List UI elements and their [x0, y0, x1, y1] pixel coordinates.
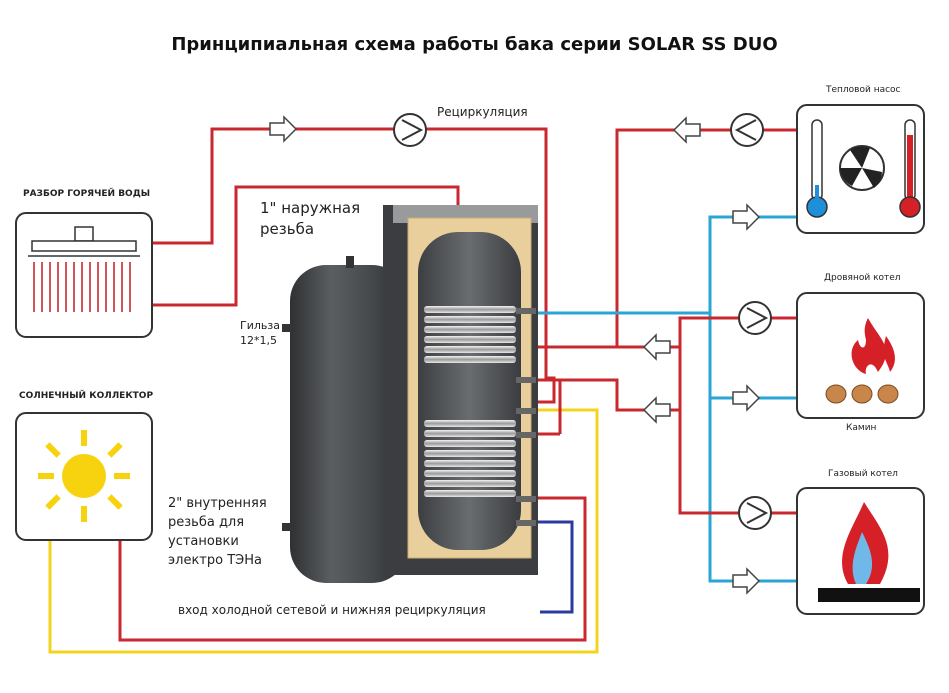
cold-inlet-pipe	[535, 520, 574, 614]
pump-icon	[738, 301, 772, 335]
flow-arrow-icon	[642, 396, 671, 424]
heat-pump-box	[796, 104, 925, 234]
heat-pump-supply-pipe	[535, 128, 797, 349]
internal-thread-label: 2" внутренняя резьба для установки элект…	[168, 496, 267, 568]
wood-boiler-supply-pipe	[678, 316, 797, 515]
sun-icon	[38, 430, 130, 522]
heat-pump-label: Тепловой насос	[826, 85, 901, 95]
flow-arrow-icon	[642, 333, 671, 361]
hot-water-box	[15, 212, 153, 338]
inner-tank	[418, 232, 521, 550]
buffer-tank	[290, 265, 408, 583]
pump-icon	[730, 113, 764, 147]
wood-boiler-box	[796, 292, 925, 419]
flow-arrow-icon	[732, 567, 761, 595]
flow-arrow-icon	[269, 115, 298, 143]
fan-icon	[839, 145, 885, 191]
flow-arrow-icon	[732, 384, 761, 412]
log-icon	[825, 384, 899, 404]
thermometer-hot-icon	[899, 119, 921, 218]
flow-arrow-icon	[732, 203, 761, 231]
shower-icon	[28, 226, 140, 312]
upper-coil	[424, 306, 516, 363]
gas-flame-icon	[818, 502, 920, 602]
wood-boiler-label: Дровяной котел	[824, 273, 901, 283]
fireplace-label: Камин	[846, 423, 877, 433]
pump-icon	[393, 113, 427, 147]
solar-collector-box	[15, 412, 153, 541]
hot-water-label: РАЗБОР ГОРЯЧЕЙ ВОДЫ	[23, 189, 151, 199]
external-thread-label: 1" наружная резьба	[260, 199, 361, 238]
diagram-title: Принципиальная схема работы бака серии S…	[171, 34, 778, 55]
sleeve-label: Гильза 12*1,5	[240, 319, 280, 347]
flow-arrows	[269, 115, 761, 595]
flame-icon	[851, 318, 895, 374]
solar-pipe-supply	[48, 408, 599, 654]
hot-pipe-recirculation	[152, 127, 556, 404]
cold-inlet-label: вход холодной сетевой и нижняя рециркуля…	[178, 603, 486, 617]
pumps	[393, 113, 772, 530]
pump-icon	[738, 496, 772, 530]
gas-boiler-box	[796, 487, 925, 615]
solar-pipe-return	[118, 496, 587, 642]
tank-assembly	[282, 205, 538, 583]
thermometer-cold-icon	[806, 119, 828, 218]
solar-collector-label: СОЛНЕЧНЫЙ КОЛЛЕКТОР	[19, 391, 154, 401]
lower-coil	[424, 420, 516, 497]
hot-pipe-supply	[152, 185, 460, 307]
recirculation-label: Рециркуляция	[437, 105, 528, 119]
flow-arrow-icon	[672, 116, 701, 144]
gas-boiler-label: Газовый котел	[828, 469, 898, 479]
